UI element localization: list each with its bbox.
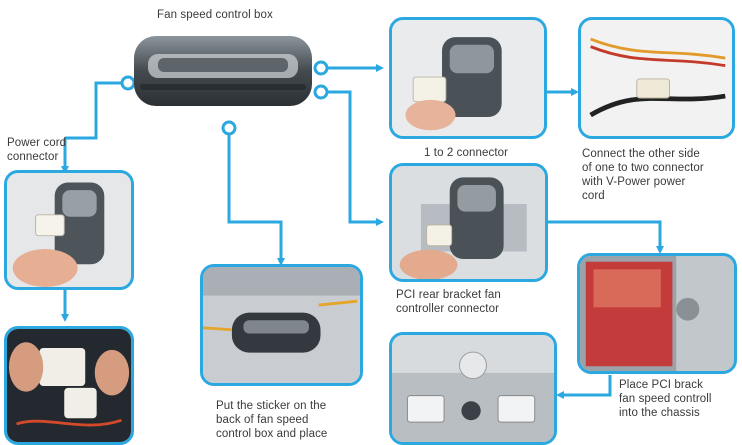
arrow-to-sticker [227, 128, 285, 266]
photo-power-cord-connector [4, 170, 134, 290]
photo-molex-connection [4, 326, 134, 445]
arrow-to-pci-rear [323, 90, 384, 226]
caption-line: Put the sticker on the [216, 400, 327, 412]
caption-line: of one to two connector [582, 162, 704, 174]
caption-line: into the chassis [619, 407, 700, 419]
caption-line: connector [7, 151, 59, 163]
caption-line: with V-Power power [582, 176, 686, 188]
photo-chassis-rear [389, 332, 557, 445]
caption-place-pci-bracket: Place PCI brack fan speed controll into … [619, 378, 741, 420]
fan-speed-control-box-image [128, 28, 318, 114]
caption-line: PCI rear bracket fan [396, 289, 501, 301]
caption-pci-rear-bracket: PCI rear bracket fan controller connecto… [396, 288, 501, 316]
caption-line: controller connector [396, 303, 499, 315]
caption-line: control box and place [216, 428, 328, 440]
caption-line: Power cord [7, 137, 67, 149]
caption-power-cord-connector: Power cord connector [7, 136, 66, 164]
caption-line: back of fan speed [216, 414, 309, 426]
caption-line: Connect the other side [582, 148, 700, 160]
arrow-to-power-cord [65, 81, 128, 140]
caption-fan-speed-control-box: Fan speed control box [157, 9, 273, 21]
caption-line: cord [582, 190, 605, 202]
arrow-to-chassis [556, 375, 612, 399]
caption-sticker-placement: Put the sticker on the back of fan speed… [216, 399, 327, 441]
arrow-to-pci-place [548, 220, 664, 254]
connector-node-bottom [221, 120, 237, 136]
photo-one-to-two-connector [389, 17, 547, 139]
caption-connect-other-side: Connect the other side of one to two con… [582, 147, 704, 203]
photo-pci-bracket-in-chassis [577, 253, 737, 374]
photo-vpower-cord [578, 17, 735, 139]
caption-line: Place PCI brack [619, 379, 703, 391]
caption-one-to-two-connector: 1 to 2 connector [424, 147, 509, 159]
photo-sticker-placement [200, 264, 363, 386]
caption-line: fan speed controll [619, 393, 712, 405]
photo-pci-rear-bracket [389, 163, 548, 282]
